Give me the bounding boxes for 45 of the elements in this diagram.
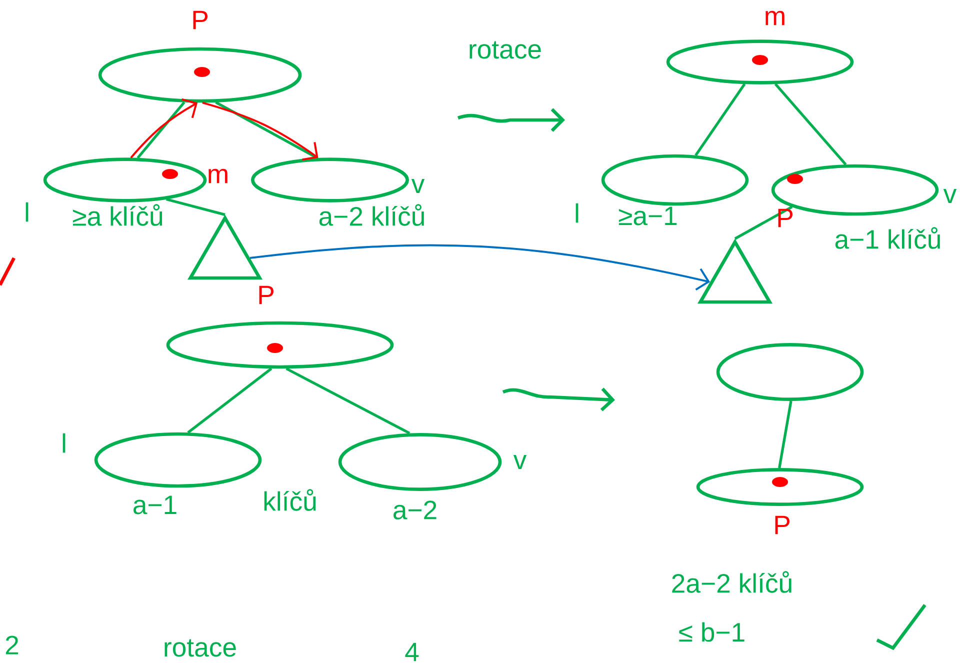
node-ellipse [716,343,864,401]
node-label: l [26,202,28,222]
node-ellipse [338,433,502,491]
node-label: l [576,203,578,223]
node-label: ≥a klíčů [73,204,162,226]
note-label: 2 [6,636,18,654]
node-label: v [513,454,527,470]
tree-line [166,198,226,216]
node-label: a−2 klíčů [319,204,424,226]
tree-line [734,206,793,240]
node-ellipse [666,40,854,84]
tree-line [136,101,186,159]
arrow [130,98,198,158]
arrow [250,244,710,291]
node-label: ≤ b−1 [679,622,744,642]
node-label: a−2 [394,500,436,520]
tree-line [774,83,847,166]
node-label: P [778,208,792,228]
note-label: rotace [164,639,236,657]
node-label: l [62,433,66,453]
node-label: v [411,178,425,194]
node-ellipse [98,47,302,103]
node-ellipse [43,158,207,202]
node-label: 2a−2 klíčů [672,571,792,593]
note-label: klíčů [264,489,316,511]
note-label: 4 [405,642,419,662]
node-label: v [943,188,957,204]
tree-line [778,400,792,468]
node-ellipse [166,321,394,369]
note-label: rotace [470,41,541,59]
node-label: P [775,516,790,534]
node-label: a−1 klíčů [835,227,940,249]
tree-line [286,367,410,434]
node-ellipse [696,468,864,506]
tree-line [694,83,746,156]
node-label: m [766,10,784,26]
tree-line [187,368,272,434]
node-ellipse [94,432,262,488]
node-label: P [193,10,208,30]
node-ellipse [251,158,409,202]
node-label: m [208,168,228,184]
node-label: P [259,286,274,304]
node-ellipse [601,154,749,206]
node-label: a−1 [134,496,176,514]
node-label: ≥a−1 [618,206,677,226]
